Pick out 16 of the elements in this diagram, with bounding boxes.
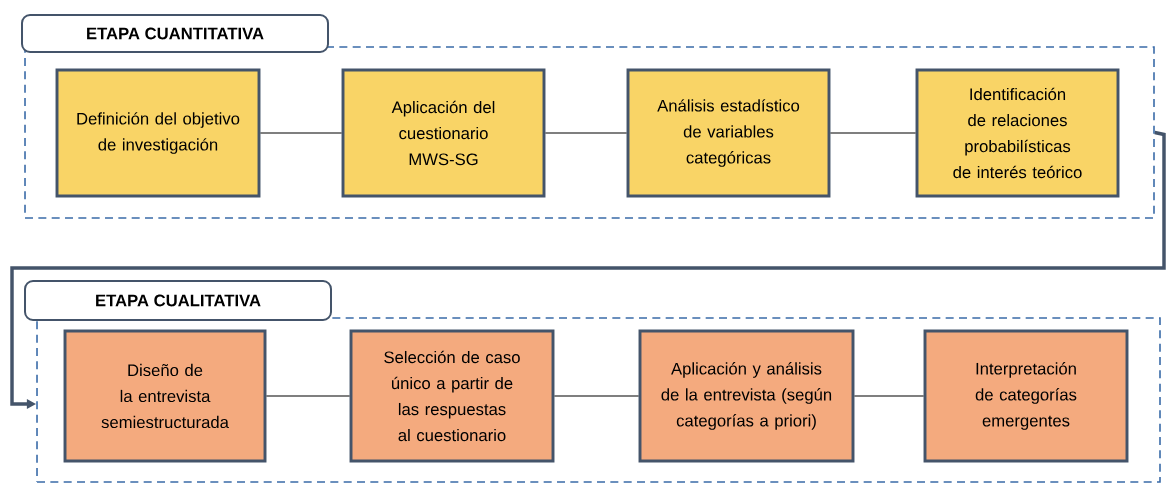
node-label: ETAPA CUANTITATIVA [87,27,264,40]
process-box: Aplicación del cuestionario MWS-SG [341,68,546,198]
connector-line [553,395,640,397]
connector-line [829,132,917,134]
process-box: Definición del objetivo de investigación [55,68,261,198]
process-box: Diseño de la entrevista semiestructurada [63,329,267,463]
process-box: Interpretación de categorías emergentes [923,329,1129,463]
connector-line [853,395,925,397]
node-label: ETAPA CUALITATIVA [96,294,261,307]
connector-line [544,132,628,134]
connector-line [265,395,351,397]
process-box: Selección de caso único a partir de las respuestas al cuestionario [349,329,555,463]
process-box: Análisis estadístico de variables categóricas [626,68,831,198]
connector-line [259,132,343,134]
process-box: Aplicación y análisis de la entrevista (según categorías a priori) [638,329,855,463]
process-box: Identificación de relaciones probabilísticas de interés teórico [915,68,1120,198]
